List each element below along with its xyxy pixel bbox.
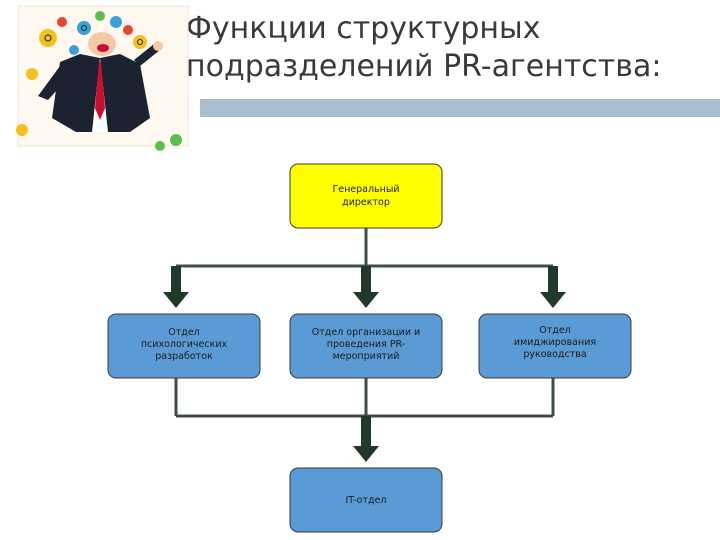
department-image-line-3: руководства [523, 349, 586, 360]
department-events-line-1: Отдел организации и [312, 327, 420, 338]
slide-title-line-2: подразделений PR-агентства: [186, 49, 662, 84]
arrow-down-icon [353, 416, 379, 462]
department-image-line-2: имиджирования [514, 337, 596, 348]
it-department-label: IT-отдел [346, 495, 387, 506]
department-box-events: Отдел организации и проведения PR- мероп… [289, 313, 443, 379]
arrow-down-icon [540, 266, 566, 308]
general-director-box: Генеральный директор [289, 163, 443, 229]
department-psychology-line-1: Отдел [168, 327, 200, 338]
department-events-line-2: проведения PR- [327, 339, 405, 350]
arrow-down-icon [163, 266, 189, 308]
department-box-image: Отдел имиджирования руководства [478, 313, 632, 379]
businessman-with-gears-icon [16, 5, 189, 151]
slide-title-line-1: Функции структурных [186, 11, 541, 46]
title-underline-bar [200, 99, 720, 117]
it-department-box: IT-отдел [289, 467, 443, 533]
department-image-line-1: Отдел [539, 325, 571, 336]
arrow-down-icon [353, 266, 379, 308]
department-psychology-line-2: психологических [141, 339, 228, 350]
department-psychology-line-3: разработок [155, 351, 213, 362]
general-director-line-2: директор [342, 197, 390, 208]
department-events-line-3: мероприятий [333, 351, 400, 362]
slide-title: Функции структурных подразделений PR-аге… [186, 10, 720, 86]
department-box-psychology: Отдел психологических разработок [107, 313, 261, 379]
general-director-line-1: Генеральный [332, 184, 399, 195]
